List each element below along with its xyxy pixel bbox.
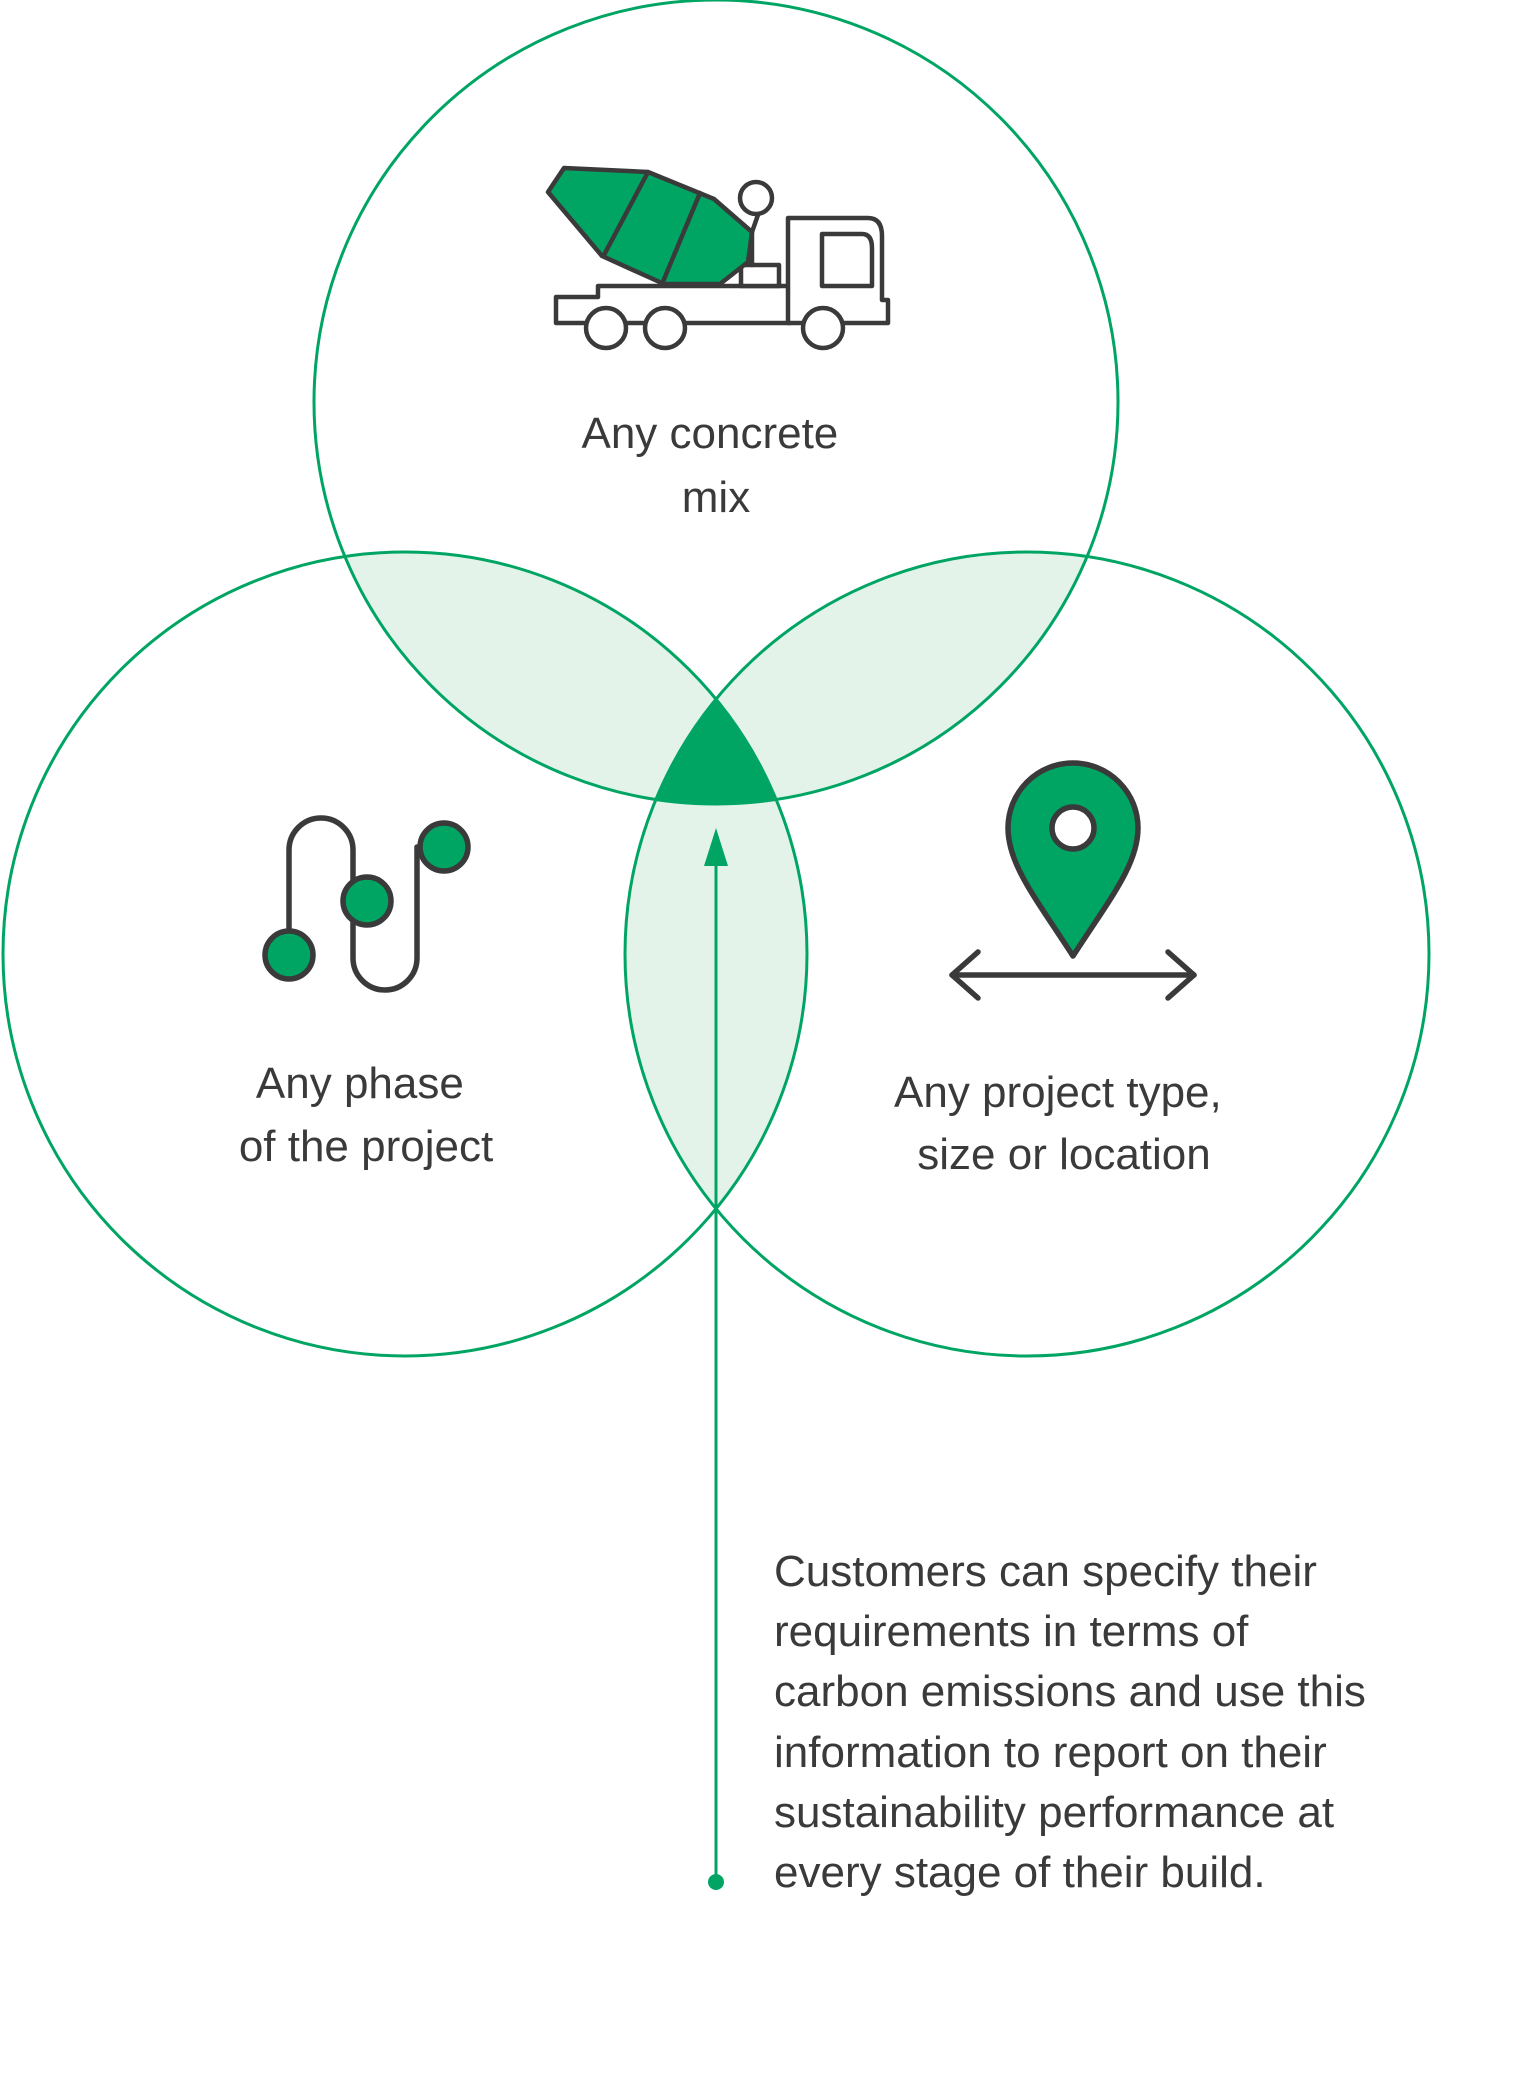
left-label-line-1: Any phase — [256, 1059, 464, 1108]
path-route-icon — [262, 815, 471, 993]
left-circle-label: Any phase of the project — [239, 1059, 493, 1171]
circle-right — [623, 550, 1431, 1358]
description-line-1: Customers can specify their — [774, 1547, 1317, 1596]
description-line-6: every stage of their build. — [774, 1848, 1266, 1897]
top-label-line-2: mix — [682, 473, 750, 522]
concrete-mixer-truck-icon — [545, 165, 891, 351]
location-pin-arrows-icon — [949, 760, 1197, 1001]
circle-left — [1, 550, 809, 1358]
top-circle-label: Any concrete mix — [581, 409, 850, 522]
overlap-top-right — [625, 552, 1118, 804]
description-line-2: requirements in terms of — [774, 1607, 1249, 1656]
right-label-line-1: Any project type, — [894, 1068, 1222, 1117]
pointer-line — [704, 828, 728, 1890]
right-circle-label: Any project type, size or location — [894, 1068, 1234, 1179]
description: Customers can specify their requirements… — [774, 1547, 1378, 1897]
description-line-4: information to report on their — [774, 1728, 1327, 1777]
overlap-top-left — [314, 552, 807, 804]
left-label-line-2: of the project — [239, 1122, 493, 1171]
right-label-line-2: size or location — [917, 1130, 1210, 1179]
description-line-5: sustainability performance at — [774, 1788, 1334, 1837]
circle-top — [312, 0, 1120, 806]
description-line-3: carbon emissions and use this — [774, 1667, 1366, 1716]
top-label-line-1: Any concrete — [581, 409, 838, 458]
